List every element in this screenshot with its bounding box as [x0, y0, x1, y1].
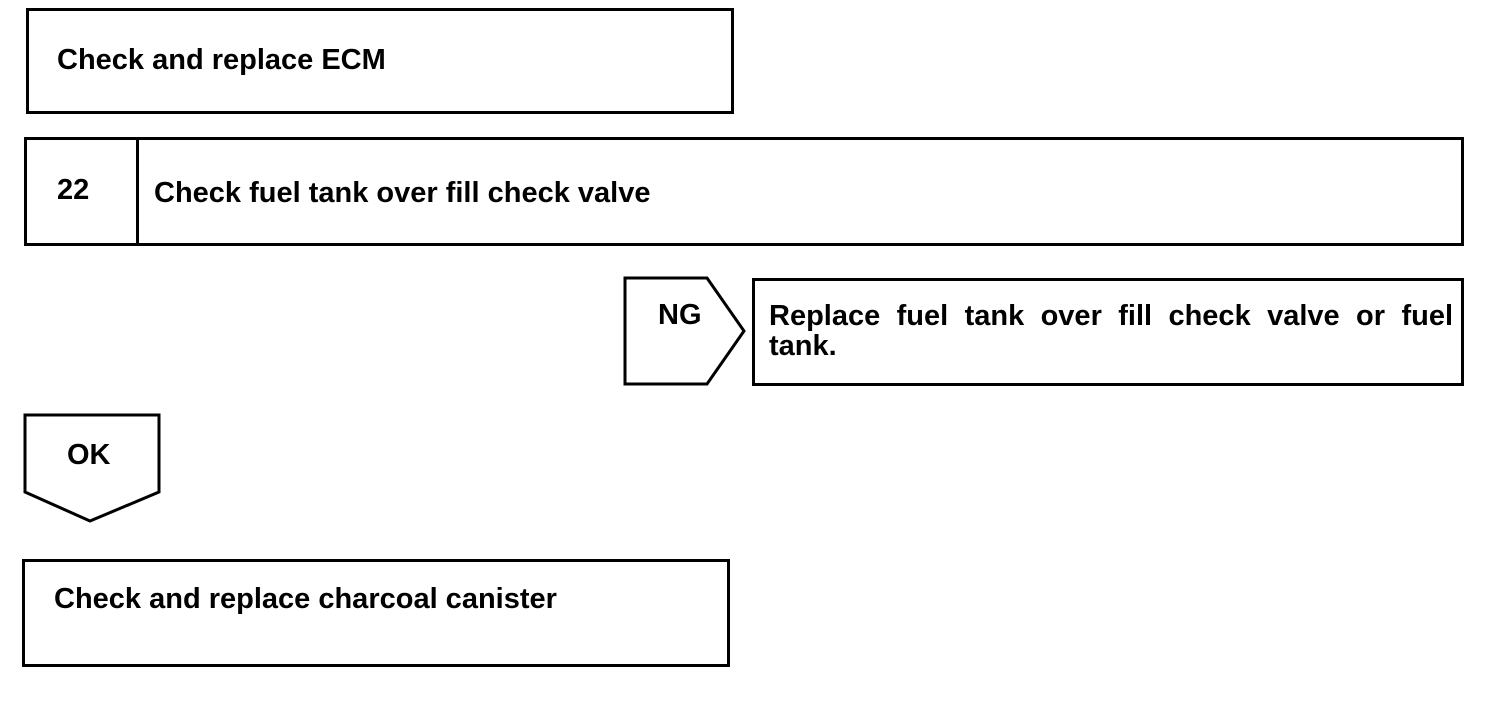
- ng-action-box: Replace fuel tank over fill check valve …: [752, 278, 1464, 386]
- ok-arrow-tag: [23, 413, 161, 523]
- ng-action-text: Replace fuel tank over fill check valve …: [769, 300, 1453, 362]
- ok-label: OK: [67, 439, 111, 471]
- step-number: 22: [57, 174, 90, 206]
- step-title: Check fuel tank over fill check valve: [154, 177, 651, 209]
- ng-label: NG: [658, 299, 702, 331]
- ng-arrow-tag: [623, 276, 746, 386]
- step-number-cell: 22: [27, 140, 139, 243]
- ecm-action-text: Check and replace ECM: [57, 44, 386, 76]
- ok-action-box: Check and replace charcoal canister: [22, 559, 730, 667]
- ecm-action-box: Check and replace ECM: [26, 8, 734, 114]
- step-box: 22 Check fuel tank over fill check valve: [24, 137, 1464, 246]
- ok-action-text: Check and replace charcoal canister: [54, 583, 557, 615]
